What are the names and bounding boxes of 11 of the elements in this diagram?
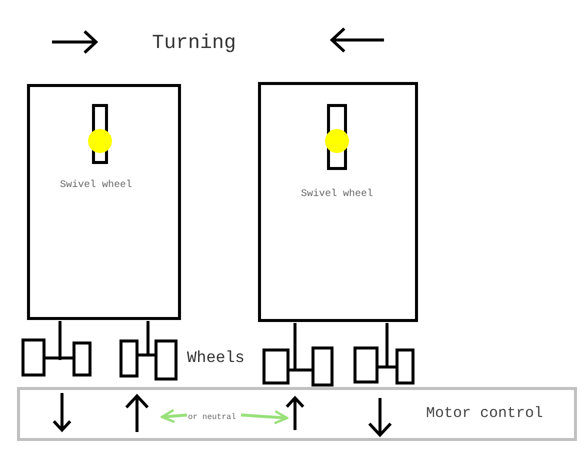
arrow [240, 410, 288, 424]
node-label: Swivel wheel [301, 189, 374, 200]
node-label: Swivel wheel [60, 180, 132, 191]
motor-control-band [17, 387, 577, 441]
chassis-box [258, 82, 418, 322]
node-label: Motor control [426, 405, 544, 422]
title-text: Turning [152, 32, 236, 55]
part-label: Wheels [187, 349, 245, 367]
note-text: or neutral [188, 409, 240, 421]
chassis-box [27, 84, 181, 320]
arrow [160, 408, 188, 424]
